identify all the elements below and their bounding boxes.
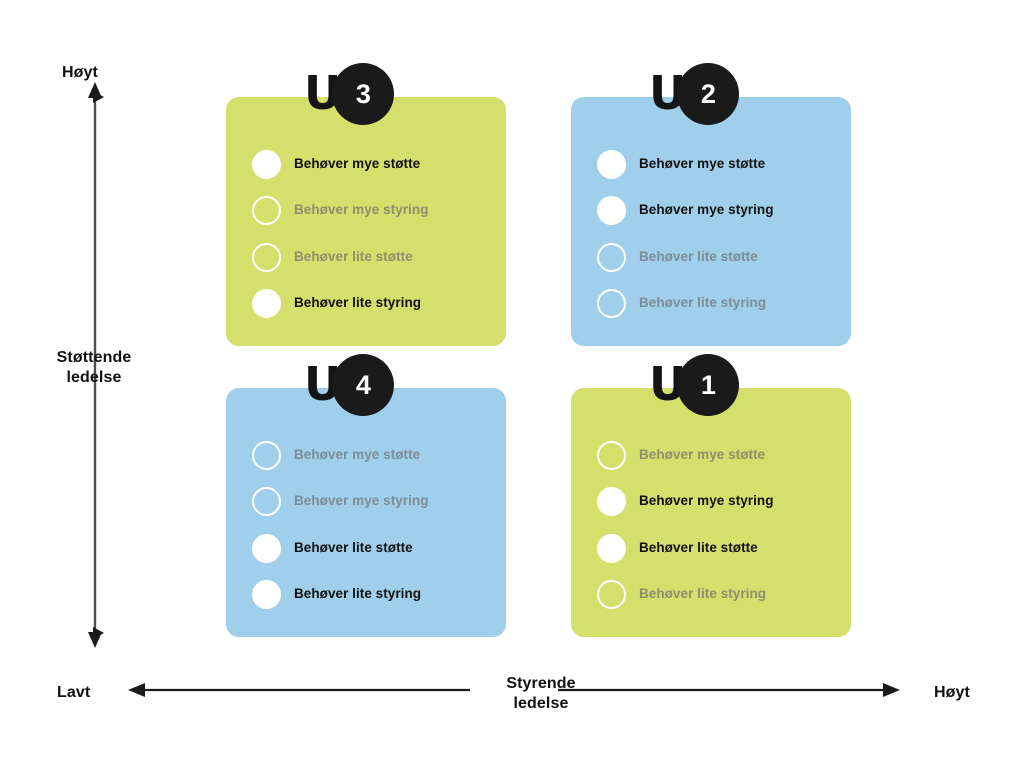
y-axis-title-line2: ledelse <box>66 369 122 386</box>
radio-filled-icon[interactable] <box>252 289 281 319</box>
option-label: Behøver lite styring <box>294 586 422 602</box>
radio-filled-icon[interactable] <box>252 149 281 179</box>
radio-empty-icon[interactable] <box>252 440 281 470</box>
radio-filled-icon[interactable] <box>597 196 626 226</box>
option-label: Behøver lite støtte <box>639 248 758 264</box>
option-row[interactable]: Behøver mye støtte <box>252 432 506 479</box>
option-label: Behøver mye støtte <box>294 155 421 171</box>
option-label: Behøver lite styring <box>639 295 767 311</box>
card-number-badge: 2 <box>677 63 740 125</box>
x-axis-title: Styrende ledelse <box>470 674 612 714</box>
option-label: Behøver mye støtte <box>639 155 766 171</box>
option-label: Behøver mye støtte <box>294 446 421 462</box>
option-row[interactable]: Behøver lite støtte <box>252 234 506 281</box>
radio-empty-icon[interactable] <box>252 487 281 517</box>
option-row[interactable]: Behøver lite støtte <box>597 234 851 281</box>
option-label: Behøver lite styring <box>294 295 422 311</box>
radio-empty-icon[interactable] <box>252 196 281 226</box>
radio-empty-icon[interactable] <box>252 242 281 272</box>
option-label: Behøver mye styring <box>294 493 429 509</box>
y-axis-title: Støttende ledelse <box>24 348 164 388</box>
radio-empty-icon[interactable] <box>597 242 626 272</box>
option-row[interactable]: Behøver mye styring <box>597 479 851 526</box>
option-row[interactable]: Behøver lite styring <box>597 281 851 328</box>
option-row[interactable]: Behøver mye styring <box>597 188 851 235</box>
radio-empty-icon[interactable] <box>597 440 626 470</box>
card-number-badge: 1 <box>677 354 740 416</box>
option-label: Behøver mye styring <box>639 493 774 509</box>
option-label: Behøver lite støtte <box>294 248 413 264</box>
option-label: Behøver lite støtte <box>639 539 758 555</box>
option-label: Behøver lite støtte <box>294 539 413 555</box>
radio-empty-icon[interactable] <box>597 580 626 610</box>
y-axis-high-label: Høyt <box>62 64 98 81</box>
radio-empty-icon[interactable] <box>597 289 626 319</box>
option-label: Behøver mye støtte <box>639 446 766 462</box>
radio-filled-icon[interactable] <box>252 533 281 563</box>
radio-filled-icon[interactable] <box>597 487 626 517</box>
option-row[interactable]: Behøver mye støtte <box>597 141 851 188</box>
x-axis-low-label: Lavt <box>57 684 91 701</box>
option-label: Behøver lite styring <box>639 586 767 602</box>
option-row[interactable]: Behøver lite styring <box>252 281 506 328</box>
card-number-badge: 4 <box>332 354 395 416</box>
y-axis-arrow <box>88 82 104 648</box>
option-row[interactable]: Behøver lite støtte <box>597 525 851 572</box>
x-axis-high-label: Høyt <box>934 684 970 701</box>
option-row[interactable]: Behøver mye støtte <box>252 141 506 188</box>
option-row[interactable]: Behøver mye styring <box>252 479 506 526</box>
option-label: Behøver mye styring <box>294 202 429 218</box>
option-row[interactable]: Behøver lite styring <box>597 572 851 619</box>
x-axis-title-line1: Styrende <box>506 675 576 692</box>
x-axis-arrow <box>128 683 900 697</box>
option-row[interactable]: Behøver mye styring <box>252 188 506 235</box>
radio-filled-icon[interactable] <box>252 580 281 610</box>
y-axis-title-line1: Støttende <box>56 349 132 366</box>
x-axis-title-line2: ledelse <box>513 695 569 712</box>
radio-filled-icon[interactable] <box>597 533 626 563</box>
option-label: Behøver mye styring <box>639 202 774 218</box>
card-number-badge: 3 <box>332 63 395 125</box>
option-row[interactable]: Behøver lite styring <box>252 572 506 619</box>
radio-filled-icon[interactable] <box>597 149 626 179</box>
option-row[interactable]: Behøver lite støtte <box>252 525 506 572</box>
option-row[interactable]: Behøver mye støtte <box>597 432 851 479</box>
